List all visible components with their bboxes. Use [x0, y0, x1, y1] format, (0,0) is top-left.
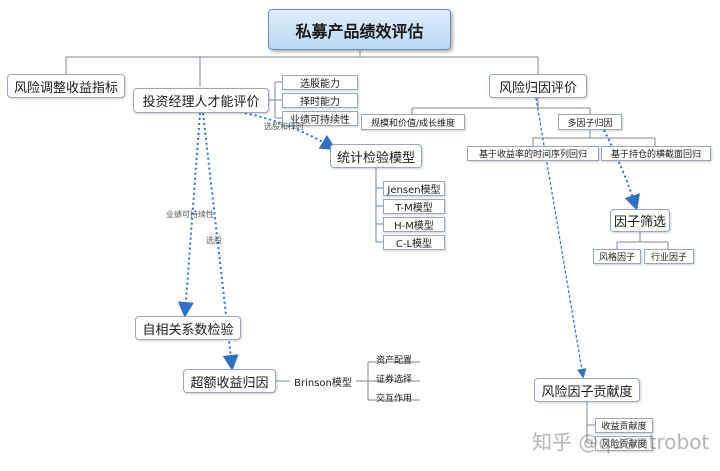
node-risk-contrib: 风险贡献度 [595, 436, 653, 451]
node-cs-reg: 基于持仓的横截面回归 [601, 146, 711, 161]
node-style-factor: 风格因子 [593, 249, 641, 264]
node-jensen: Jensen模型 [383, 181, 445, 196]
node-stat-test: 统计检验模型 [330, 144, 422, 168]
node-sustainability: 业绩可持续性 [282, 111, 358, 126]
leaf-asset-alloc: 资产配置 [376, 356, 413, 366]
watermark: 知乎 @quantrobot [532, 430, 710, 454]
node-scale-value: 规模和价值/成长维度 [361, 114, 465, 130]
node-cl: C-L模型 [383, 235, 445, 250]
node-industry-factor: 行业因子 [644, 249, 694, 264]
edge-label-timing-stock: 选股和择时 [264, 122, 304, 131]
node-manager-eval: 投资经理人才能评价 [133, 88, 269, 113]
tree-lines [65, 50, 669, 444]
arrow-riskattr-to-contrib [535, 97, 587, 379]
relationship-arrow-thin [535, 97, 587, 379]
node-excess-attr: 超额收益归因 [183, 369, 276, 393]
node-factor-contrib: 风险因子贡献度 [534, 378, 640, 402]
edge-label-sustain: 业绩可持续性 [166, 210, 214, 219]
arrow-manager-to-stattest [239, 111, 337, 151]
leaf-security-sel: 证券选择 [376, 375, 413, 385]
node-risk-attr: 风险归因评价 [489, 74, 587, 98]
relationship-arrows [177, 111, 640, 371]
node-ts-reg: 基于收益率的时间序列回归 [467, 146, 599, 161]
arrow-multifactor-to-screen [603, 129, 640, 211]
node-hm: H-M模型 [383, 217, 445, 232]
node-tm: T-M模型 [383, 199, 445, 214]
node-risk-adjusted: 风险调整收益指标 [7, 74, 125, 98]
edge-label-stock: 选股 [206, 236, 222, 245]
arrow-manager-to-autocorr [177, 112, 201, 318]
leaf-interaction: 交互作用 [376, 394, 413, 404]
node-brinson: Brinson模型 [290, 373, 356, 389]
node-autocorr: 自相关系数检验 [135, 316, 241, 340]
node-multifactor: 多因子归因 [558, 114, 622, 130]
node-timing: 择时能力 [282, 93, 358, 108]
node-factor-screen: 因子筛选 [610, 209, 670, 232]
node-return-contrib: 收益贡献度 [595, 418, 653, 433]
root-title: 私募产品绩效评估 [268, 9, 451, 50]
node-stock-picking: 选股能力 [282, 75, 358, 90]
